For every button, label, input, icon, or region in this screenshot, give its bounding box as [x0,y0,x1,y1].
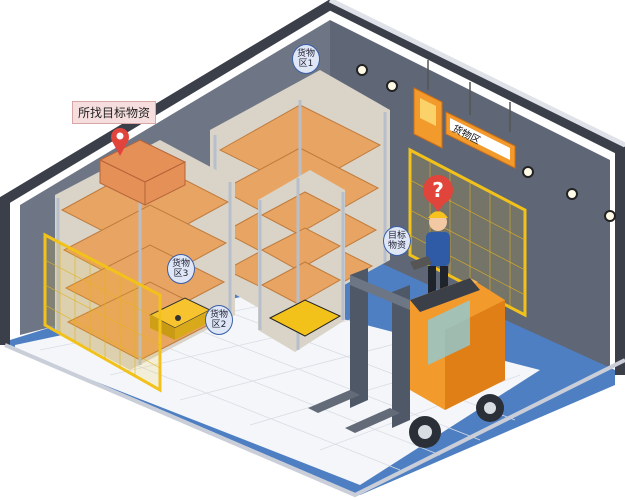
worker [410,211,450,304]
zone-3-label: 货物 区3 [167,254,195,284]
question-marker [423,175,453,212]
location-pin [111,128,129,156]
room-frame [0,0,625,375]
target-item-label: 所找目标物资 [72,101,157,124]
ceiling-lights [356,64,616,222]
fence-left [43,232,162,393]
rack-zone-2 [258,170,345,352]
floor-edge [4,343,625,498]
zone-2-label: 货物 区2 [205,305,233,335]
agv-robot [148,297,212,340]
forklift [308,268,505,448]
hanging-sign-orange [413,60,443,149]
ceiling-rail [328,0,625,148]
zone-1-label: 货物 区1 [292,44,320,74]
fence-left-mesh [44,243,161,376]
target-item-tag: 目标 物资 [383,226,411,256]
hanging-sign-area [445,82,516,169]
question-mark-text: ? [432,178,444,202]
